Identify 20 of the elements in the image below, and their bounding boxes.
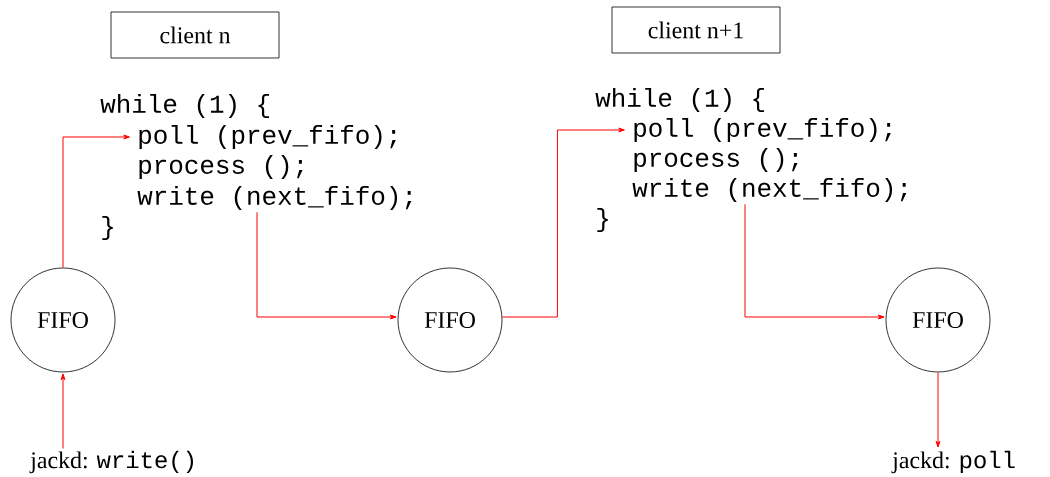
code-line: } <box>597 207 608 233</box>
code-line: write (next_fifo); <box>137 185 412 211</box>
code-line: } <box>102 215 113 241</box>
code-line: write (next_fifo); <box>632 177 907 203</box>
arrow <box>62 134 130 269</box>
code-line: poll (prev_fifo); <box>634 117 891 143</box>
caption-text: jackd: write() <box>29 450 193 474</box>
arrow <box>744 203 885 320</box>
arrow <box>501 127 625 318</box>
arrow <box>935 371 941 448</box>
label-box: client n+1 <box>611 6 781 54</box>
label-box: client n <box>110 11 280 59</box>
code-line: while (1) { <box>100 93 270 119</box>
arrow <box>256 211 397 320</box>
code-line: process (); <box>634 147 798 173</box>
code-line: process (); <box>139 154 303 180</box>
caption-text: jackd: poll <box>891 450 1015 474</box>
arrow <box>60 373 66 450</box>
code-line: while (1) { <box>595 87 765 113</box>
code-line: poll (prev_fifo); <box>139 124 396 150</box>
